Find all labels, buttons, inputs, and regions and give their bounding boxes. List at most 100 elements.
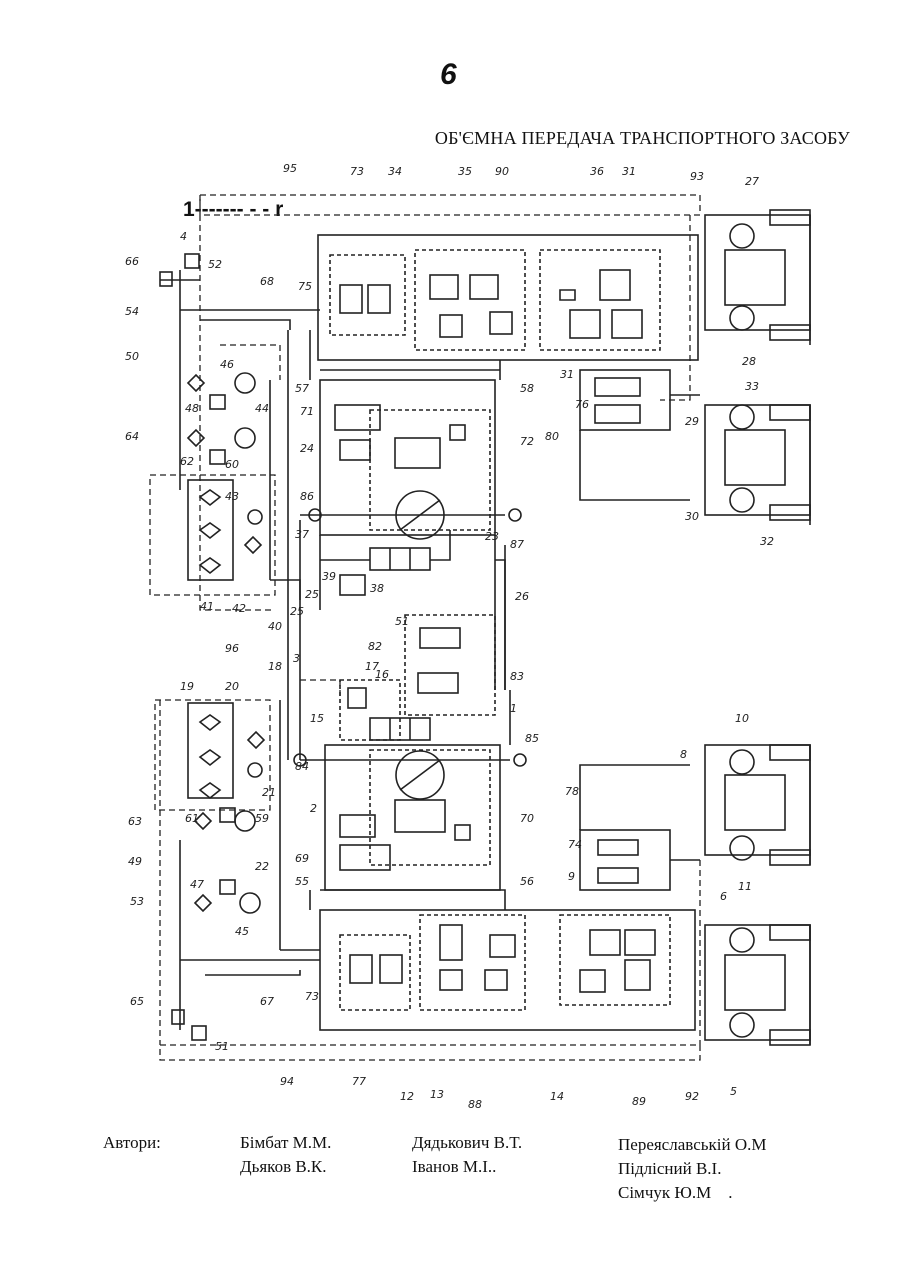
callout-label: 46 — [220, 358, 234, 371]
callout-label: 23 — [485, 530, 499, 543]
callout-label: 85 — [525, 732, 539, 745]
callout-label: 67 — [260, 995, 274, 1008]
callout-label: 19 — [180, 680, 194, 693]
callout-label: 53 — [130, 895, 144, 908]
callout-label: 45 — [235, 925, 249, 938]
callout-label: 32 — [760, 535, 774, 548]
callout-label: 10 — [735, 712, 749, 725]
callout-label: 74 — [568, 838, 582, 851]
author-name: Дьяков В.К. — [240, 1157, 327, 1177]
callout-label: 14 — [550, 1090, 564, 1103]
callout-label: 39 — [322, 570, 336, 583]
author-name: Сімчук Ю.М . — [618, 1183, 732, 1203]
callout-label: 78 — [565, 785, 579, 798]
callout-label: 15 — [310, 712, 324, 725]
callout-label: 3 — [293, 652, 300, 665]
authors-label: Автори: — [103, 1133, 161, 1153]
callout-label: 18 — [268, 660, 282, 673]
callout-label: 75 — [298, 280, 312, 293]
callout-label: 66 — [125, 255, 139, 268]
callout-label: 73 — [350, 165, 364, 178]
callout-label: 27 — [745, 175, 759, 188]
author-name: Дядькович В.Т. — [412, 1133, 522, 1153]
callout-label: 13 — [430, 1088, 444, 1101]
callout-label: 8 — [680, 748, 687, 761]
callout-label: 48 — [185, 402, 199, 415]
callout-label: 50 — [125, 350, 139, 363]
callout-label: 61 — [185, 812, 199, 825]
callout-label: 37 — [295, 528, 309, 541]
callout-label: 72 — [520, 435, 534, 448]
callout-label: 54 — [125, 305, 139, 318]
author-name: Переяславській О.М — [618, 1135, 766, 1155]
callout-label: 21 — [262, 786, 276, 799]
callout-label: 51 — [215, 1040, 229, 1053]
callout-label: 56 — [520, 875, 534, 888]
callout-label: 9 — [568, 870, 575, 883]
callout-label: 96 — [225, 642, 239, 655]
callout-label: 95 — [283, 162, 297, 175]
callout-label: 35 — [458, 165, 472, 178]
callout-label: 83 — [510, 670, 524, 683]
callout-label: 30 — [685, 510, 699, 523]
callout-label: 40 — [268, 620, 282, 633]
callout-label: 51 — [395, 615, 409, 628]
callout-label: 76 — [575, 398, 589, 411]
callout-label: 77 — [352, 1075, 366, 1088]
callout-label: 24 — [300, 442, 314, 455]
callout-label: 55 — [295, 875, 309, 888]
callout-label: 38 — [370, 582, 384, 595]
callout-label: 94 — [280, 1075, 294, 1088]
callout-label: 62 — [180, 455, 194, 468]
callout-label: 47 — [190, 878, 204, 891]
callout-label: 4 — [180, 230, 187, 243]
callout-label: 6 — [720, 890, 727, 903]
callout-label: 58 — [520, 382, 534, 395]
callout-label: 29 — [685, 415, 699, 428]
callout-label: 20 — [225, 680, 239, 693]
callout-label: 70 — [520, 812, 534, 825]
callout-label: 2 — [310, 802, 317, 815]
callout-label: 84 — [295, 760, 309, 773]
callout-label: 57 — [295, 382, 309, 395]
callout-label: 89 — [632, 1095, 646, 1108]
callout-labels: 95 73 34 35 90 36 31 93 27 66 4 52 54 68… — [125, 162, 774, 1111]
callout-label: 88 — [468, 1098, 482, 1111]
callout-label: 31 — [622, 165, 636, 178]
callout-label: 87 — [510, 538, 524, 551]
callout-label: 26 — [515, 590, 529, 603]
callout-label: 16 — [375, 668, 389, 681]
callout-label: 36 — [590, 165, 604, 178]
callout-label: 44 — [255, 402, 269, 415]
callout-label: 43 — [225, 490, 239, 503]
callout-label: 65 — [130, 995, 144, 1008]
callout-label: 49 — [128, 855, 142, 868]
author-name: Бімбат М.М. — [240, 1133, 331, 1153]
callout-label: 59 — [255, 812, 269, 825]
callout-label: 28 — [742, 355, 756, 368]
callout-label: 5 — [730, 1085, 737, 1098]
callout-label: 69 — [295, 852, 309, 865]
callout-label: 33 — [745, 380, 759, 393]
callout-label: 68 — [260, 275, 274, 288]
callout-label: 31 — [560, 368, 574, 381]
callout-label: 42 — [232, 602, 246, 615]
callout-label: 25 — [305, 588, 319, 601]
callout-label: 80 — [545, 430, 559, 443]
callout-label: 90 — [495, 165, 509, 178]
callout-label: 64 — [125, 430, 139, 443]
callout-label: 92 — [685, 1090, 699, 1103]
callout-label: 71 — [300, 405, 314, 418]
callout-label: 86 — [300, 490, 314, 503]
callout-label: 1 — [510, 702, 517, 715]
callout-label: 12 — [400, 1090, 414, 1103]
callout-label: 63 — [128, 815, 142, 828]
callout-label: 82 — [368, 640, 382, 653]
callout-label: 60 — [225, 458, 239, 471]
callout-label: 11 — [738, 880, 752, 893]
callout-label: 34 — [388, 165, 402, 178]
callout-label: 41 — [200, 600, 214, 613]
callout-label: 93 — [690, 170, 704, 183]
author-name: Підлісний В.І. — [618, 1159, 721, 1179]
